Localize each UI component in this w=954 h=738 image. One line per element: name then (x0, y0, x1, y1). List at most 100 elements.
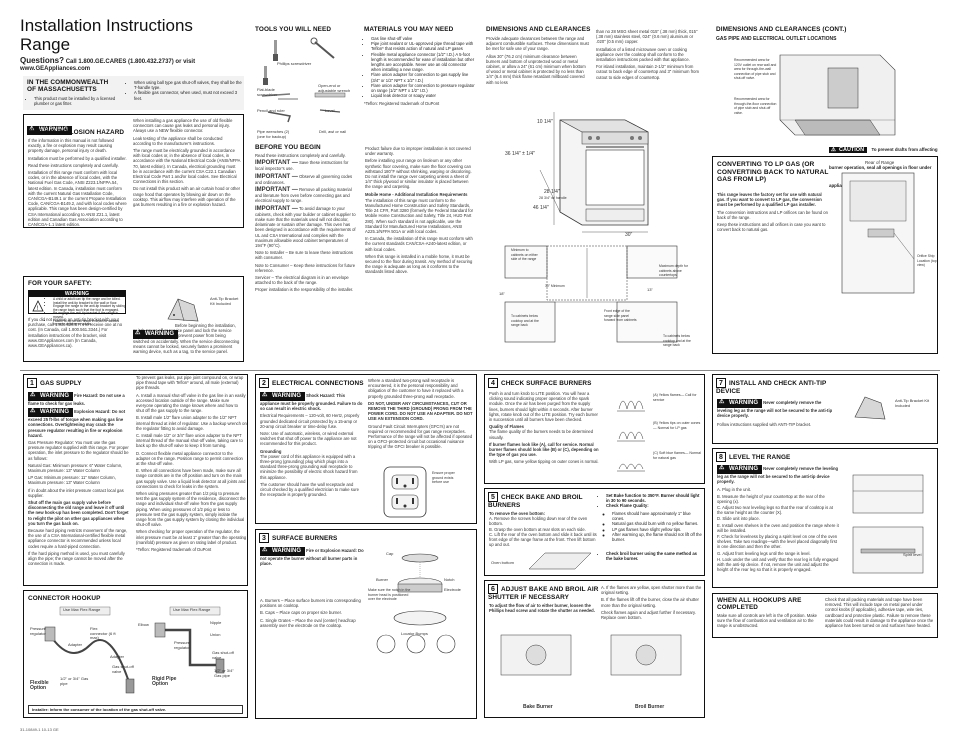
check-bake-bullet: Set Bake function to 350°F. Burner shoul… (606, 493, 703, 503)
gas-para: Because hard piping restricts movement o… (28, 528, 128, 549)
check-surface-heading: CHECK SURFACE BURNERS (501, 380, 592, 387)
warning-badge: WARNING (717, 465, 762, 474)
tip-over-warning: WARNING ! A child or adult can tip the r… (28, 290, 126, 326)
spirit-level-label: Spirit level (903, 552, 922, 557)
warning-badge: WARNING (717, 399, 762, 408)
hookup-label: 1/2" or 3/4" Gas pipe (214, 668, 234, 678)
electrical-para: DO NOT, UNDER ANY CIRCUMSTANCES, CUT OR … (368, 400, 473, 422)
materials-section: MATERIALS YOU MAY NEED Gas line shut-off… (364, 26, 476, 107)
when-complete-para: Make sure all controls are left in the o… (717, 613, 818, 629)
tools-section: TOOLS YOU WILL NEED Phillips screwdriver… (255, 26, 355, 146)
before-para: Read these instructions completely and c… (255, 153, 346, 158)
adjust-step: B. If the flames lift off the burner, cl… (601, 597, 699, 608)
tools-illustration (261, 37, 346, 123)
power-off-para: Before beginning the installation, switc… (133, 323, 241, 354)
level-step: H. Look under the unit and verify that t… (717, 556, 839, 573)
footer-code: 31-10849-1 10-13 GE (20, 727, 59, 732)
level-warning-text: Never completely remove the leveling leg… (717, 466, 839, 485)
surface-burners-heading: SURFACE BURNERS (272, 535, 338, 542)
level-step: D. Slide unit into place. (717, 516, 760, 522)
mobile-heading: Mobile Home - Additional Installation Re… (365, 191, 468, 197)
step-number: 4 (488, 378, 498, 388)
material-item: Gas line shut-off valve (371, 36, 476, 41)
warning-badge: WARNING (260, 547, 305, 556)
gas-para: Natural Gas: Minimum pressure: 6" Water … (28, 462, 123, 474)
level-step: A. Plug in the unit. (717, 487, 751, 493)
check-bake-bullet: Check broil burner using the same method… (606, 551, 703, 561)
warning-badge: WARNING (133, 330, 178, 339)
hookup-label: 1/2" or 3/4" Gas pipe (60, 676, 89, 686)
hookup-label: Use Max Flex Range (173, 607, 211, 612)
fire-para: If the information in this manual is not… (28, 138, 114, 154)
tip-warning-line: Install the anti-tip bracket to the wall… (53, 301, 126, 306)
air-shutter-figure (500, 634, 682, 676)
gas-step: C. Install male 1/2" or 3/4" flare union… (136, 433, 243, 449)
before-para: When this range is installed in a mobile… (365, 253, 473, 275)
when-complete-para: Check that all packing materials and tap… (825, 597, 934, 629)
material-item: Flexible metal appliance connector (1/2"… (371, 52, 476, 73)
fire-para: Installation must be performed by a qual… (28, 155, 127, 161)
hookup-label: Flex connector (6 ft max) (90, 626, 116, 641)
before-you-begin-section: BEFORE YOU BEGIN (255, 144, 475, 151)
dimensions-heading: DIMENSIONS AND CLEARANCES (486, 26, 591, 33)
surface-step: C. Single Grates – Place the oval (cente… (260, 617, 356, 628)
for-your-safety-box: FOR YOUR SAFETY: WARNING ! A child or ad… (23, 276, 244, 362)
check-bake-subheading: To remove the oven bottom: (489, 511, 545, 516)
check-surface-para: Push in and turn knob to LITE position. … (489, 391, 598, 423)
tip-warning-line: Re-engage the anti-tip bracket if the ra… (53, 312, 126, 319)
before-para: Save these instructions for local inspec… (255, 160, 349, 172)
material-item: Flare union adapter for connection to ga… (371, 72, 476, 82)
check-bake-bullet: Check Flame Quality: (606, 503, 703, 508)
gas-warning-text: Explosion Hazard: Do not exceed 25 ft-lb… (28, 409, 126, 438)
surface-step: A. Burners – Place surface burners into … (260, 598, 361, 609)
svg-text:!: ! (37, 306, 39, 312)
tool-label: Open-end or adjustable wrench (318, 83, 351, 93)
fire-para: Read these instructions completely and c… (28, 162, 119, 168)
check-bake-bullet: After warming up, the flame should not l… (612, 532, 703, 542)
clearance-label: Maximum depth for cabinets above counter… (659, 264, 689, 278)
tool-label: Pipe wrenches (2) (one for backup) (257, 129, 290, 139)
outlet-label: Ensure proper ground exists before use (432, 471, 455, 485)
massachusetts-bullet: This product must be installed by a lice… (34, 96, 119, 106)
dimensions-section: DIMENSIONS AND CLEARANCES (486, 26, 701, 33)
range-dimensions-figure (539, 112, 649, 233)
warning-badge: WARNING (260, 392, 305, 401)
grounding-heading: Grounding (260, 448, 282, 454)
connector-hookup-figure (44, 606, 225, 694)
dim-label: 10 1/4" (537, 119, 553, 125)
hookup-label: Elbow (138, 622, 149, 627)
gas-warning-text: Fire Hazard: Do not use a flame to check… (28, 393, 125, 406)
clearance-label: 30" Minimum (545, 284, 565, 288)
questions-line: Questions? Call 1.800.GE.CARES (1.800.43… (20, 57, 230, 73)
before-para: Note to Consumer – Keep these instructio… (255, 262, 356, 273)
dim-para: Installation of a listed microwave oven … (596, 46, 690, 63)
gas-para: Gas Pressure Regulator: You must use the… (28, 440, 129, 461)
surface-step: B. Caps – Place caps on proper size burn… (260, 610, 342, 616)
check-bake-heading: CHECK BAKE AND BROIL BURNERS (488, 494, 583, 509)
anti-tip-para: Follow instructions supplied with ANTI-T… (717, 422, 812, 428)
before-para: Remove all packing material and literatu… (255, 187, 352, 204)
clearance-label: 18" (499, 291, 505, 296)
broil-burner-label: Broil Burner (635, 704, 665, 710)
burner-assembly-figure (376, 553, 456, 654)
gas-step: B. Install male 1/2" flare union adapter… (136, 415, 247, 431)
rear-of-range-label: Rear of Range (865, 160, 895, 165)
step-number: 8 (716, 452, 726, 462)
level-step: G. Adjust front leveling legs until the … (717, 550, 811, 556)
rigid-option-title: Rigid Pipe Option (152, 676, 177, 687)
check-bake-step: C. Lift the rear of the oven bottom and … (489, 531, 597, 548)
connector-hookup-box: CONNECTOR HOOKUP Use Max Flex Range Use … (23, 590, 248, 718)
converting-heading: CONVERTING TO LP GAS (OR CONVERTING BACK… (717, 161, 829, 183)
caution-badge: ⚠CAUTION (829, 147, 868, 153)
dim-label: 46 1/4" (533, 205, 549, 211)
before-para: Before installing your range on linoleum… (365, 158, 472, 190)
fire-para: When installing a gas appliance the use … (133, 118, 233, 134)
electrical-heading: ELECTRICAL CONNECTIONS (272, 380, 364, 387)
dim-label: 36 1/4" ± 1/4" (505, 151, 535, 157)
hookup-label: Pressure regulator (174, 640, 191, 650)
before-para: Proper installation is the responsibilit… (255, 287, 354, 293)
